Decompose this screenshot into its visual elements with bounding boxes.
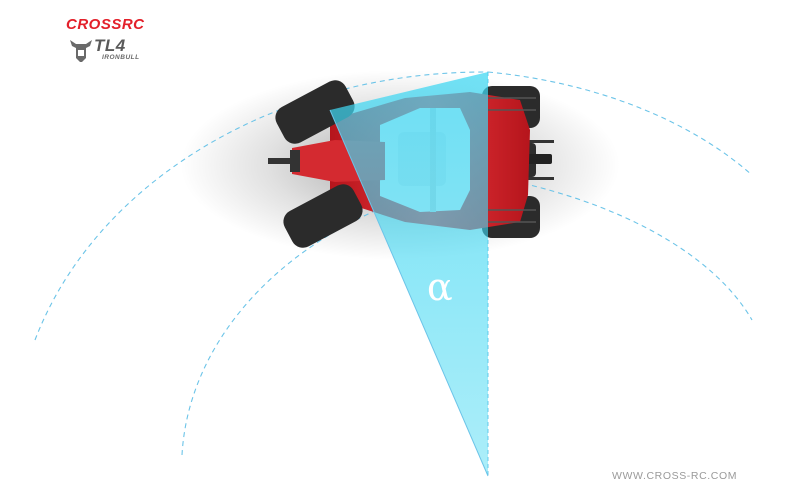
- rear-strut-bottom: [520, 177, 554, 180]
- front-bar: [268, 158, 292, 164]
- product-name: TL4: [94, 36, 126, 55]
- front-wheel-bottom: [283, 184, 363, 248]
- website-url: WWW.CROSS-RC.COM: [612, 470, 738, 482]
- wedge-edge: [329, 109, 489, 477]
- product-logo: TL4 IRONBULL: [68, 36, 148, 70]
- product-subtitle: IRONBULL: [102, 54, 140, 61]
- angle-label: α: [427, 265, 453, 309]
- rear-strut-top: [520, 140, 554, 143]
- outer-arc-right: [487, 71, 753, 176]
- hood-grille: [290, 150, 300, 172]
- outer-arc: [34, 71, 489, 341]
- hitch-bar: [528, 154, 552, 164]
- tread-marks: [488, 97, 536, 223]
- brand-logo-text: CROSSRC: [66, 16, 145, 33]
- front-wheel-top: [275, 80, 355, 144]
- steering-angle-wedge: [330, 72, 488, 476]
- bull-icon: [70, 40, 92, 62]
- inner-arc-right: [487, 175, 753, 321]
